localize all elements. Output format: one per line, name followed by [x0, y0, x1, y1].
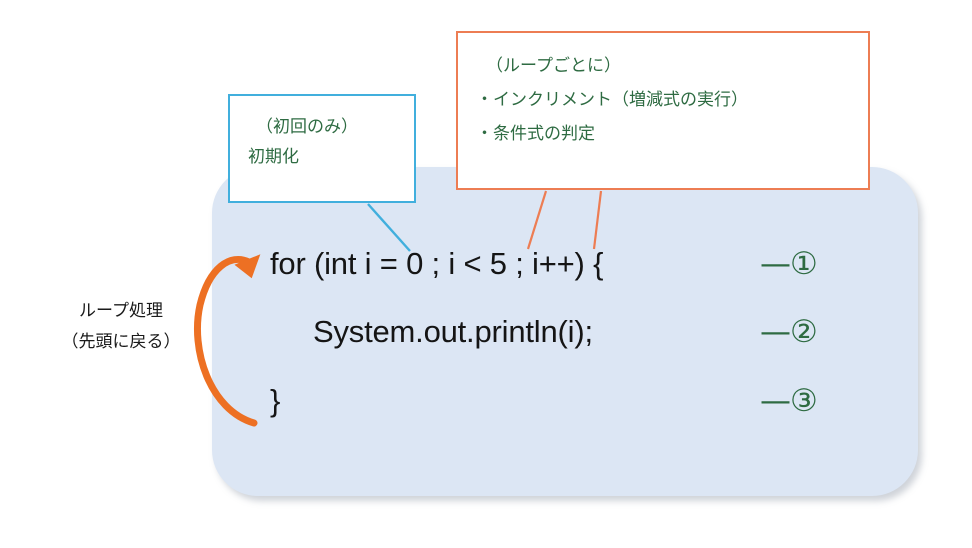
- marker-circled-1: —①: [760, 246, 818, 282]
- callout-initialization: （初回のみ） 初期化: [228, 94, 416, 203]
- callout-per-loop-line-3: ・条件式の判定: [476, 124, 595, 144]
- loop-back-label-line-1: ループ処理: [79, 301, 163, 321]
- callout-per-loop: （ループごとに） ・インクリメント（増減式の実行） ・条件式の判定: [456, 31, 870, 190]
- callout-per-loop-line-1: （ループごとに）: [486, 56, 621, 76]
- loop-back-label: ループ処理 （先頭に戻る）: [36, 296, 206, 358]
- marker-circled-3: —③: [760, 383, 818, 419]
- code-line-for: for (int i = 0 ; i < 5 ; i++) {: [270, 246, 604, 281]
- callout-per-loop-line-2: ・インクリメント（増減式の実行）: [476, 90, 748, 110]
- loop-back-label-line-2: （先頭に戻る）: [61, 332, 181, 352]
- marker-circled-2: —②: [760, 314, 818, 350]
- callout-initialization-line-2: 初期化: [248, 147, 299, 167]
- code-line-println: System.out.println(i);: [313, 314, 593, 349]
- code-line-closing-brace: }: [270, 383, 281, 418]
- callout-initialization-line-1: （初回のみ）: [256, 117, 358, 137]
- code-panel: [212, 167, 918, 496]
